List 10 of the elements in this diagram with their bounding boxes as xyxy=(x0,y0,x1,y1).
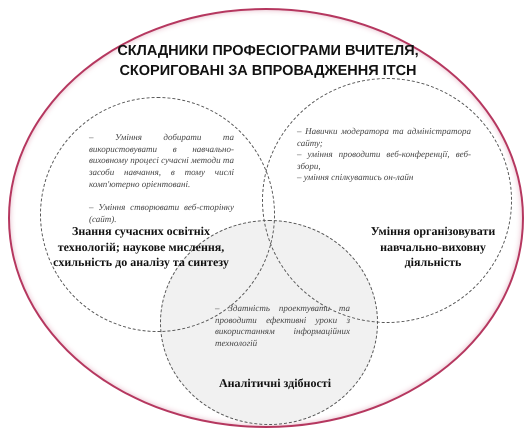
circle-heading: Уміння організовувати навчально-виховну діяльність xyxy=(370,224,496,271)
circle-heading: Аналітичні здібності xyxy=(218,376,332,392)
bullet-text: – уміння спілкуватись он-лайн xyxy=(297,172,414,184)
bullet-text: – Уміння створювати веб-сторінку (сайт). xyxy=(89,202,234,226)
bullet-text: – Здатність проектувати та проводити ефективні уроки з використанням інформаційних технологій xyxy=(215,303,350,350)
bullet-text: – Навички модератора та адміністратора сайту; xyxy=(297,126,471,150)
ellipse-heading: СКЛАДНИКИ ПРОФЕСІОГРАМИ ВЧИТЕЛЯ, СКОРИГОВАНІ ЗА ВПРОВАДЖЕННЯ ІТСН xyxy=(116,42,420,81)
bullet-text: – Уміння добирати та використовувати в навчально-виховному процесі сучасні методи та засоби навчання, в тому числі комп'ютерно орієнтовані. xyxy=(89,132,234,190)
bullet-text: – уміння проводити веб-конференції, веб-збори, xyxy=(297,149,471,172)
circle-heading: Знання сучасних освітніх технологій; наукове мислення, схильність до аналізу та синтезу xyxy=(52,224,230,271)
